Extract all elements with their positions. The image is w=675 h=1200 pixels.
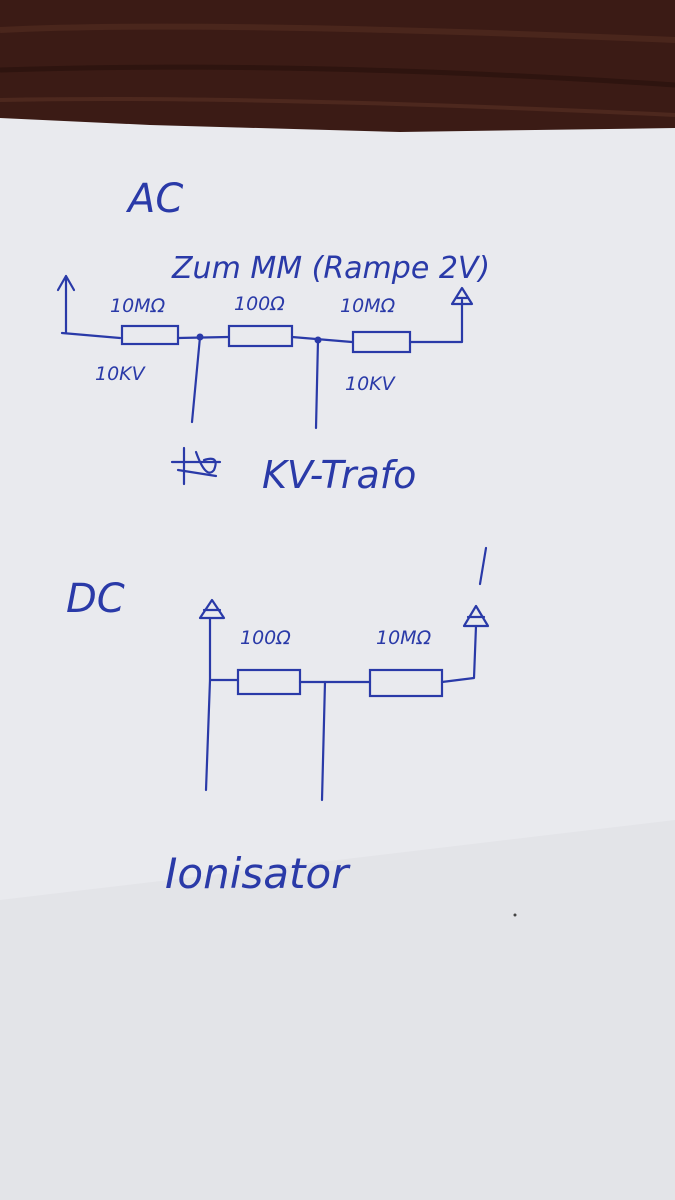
ac-resistor-2 xyxy=(227,324,294,348)
paper-shadow xyxy=(0,820,675,1200)
ac-note: Zum MM (Rampe 2V) xyxy=(171,251,490,286)
ac-r1-label: 10MΩ xyxy=(110,295,166,317)
ac-v1-label: 10KV xyxy=(95,363,147,385)
dc-source-label: Ionisator xyxy=(165,849,351,898)
dc-left-terminal-icon xyxy=(198,598,226,620)
ac-circuit: AC Zum MM (Rampe 2V) 10MΩ 100Ω 10MΩ 10KV… xyxy=(56,176,490,497)
dc-circuit: DC 100Ω 10MΩ Ionisator xyxy=(66,546,490,898)
ac-scribble xyxy=(170,446,222,486)
dc-right-tick xyxy=(478,546,488,586)
ac-left-terminal-arrow xyxy=(56,274,76,334)
ac-lead-left xyxy=(190,335,202,424)
ac-lead-right xyxy=(314,338,320,430)
ac-r2-label: 100Ω xyxy=(234,293,285,315)
dc-resistor-2 xyxy=(368,668,444,698)
dc-resistor-1 xyxy=(236,668,302,696)
dc-lead-middle xyxy=(320,680,327,802)
ac-resistor-3 xyxy=(351,330,412,354)
dc-r1-label: 100Ω xyxy=(240,627,291,649)
ac-source-label: KV-Trafo xyxy=(262,453,416,497)
dc-main-wire xyxy=(208,624,478,684)
ac-r3-label: 10MΩ xyxy=(340,295,396,317)
ac-resistor-1 xyxy=(120,324,180,346)
dc-heading: DC xyxy=(66,576,125,622)
ac-heading: AC xyxy=(125,176,183,222)
dc-r2-label: 10MΩ xyxy=(376,627,432,649)
ac-right-terminal-icon xyxy=(450,286,474,306)
ac-v2-label: 10KV xyxy=(345,373,397,395)
paper-speck xyxy=(513,913,517,917)
dc-right-terminal-icon xyxy=(462,604,490,628)
